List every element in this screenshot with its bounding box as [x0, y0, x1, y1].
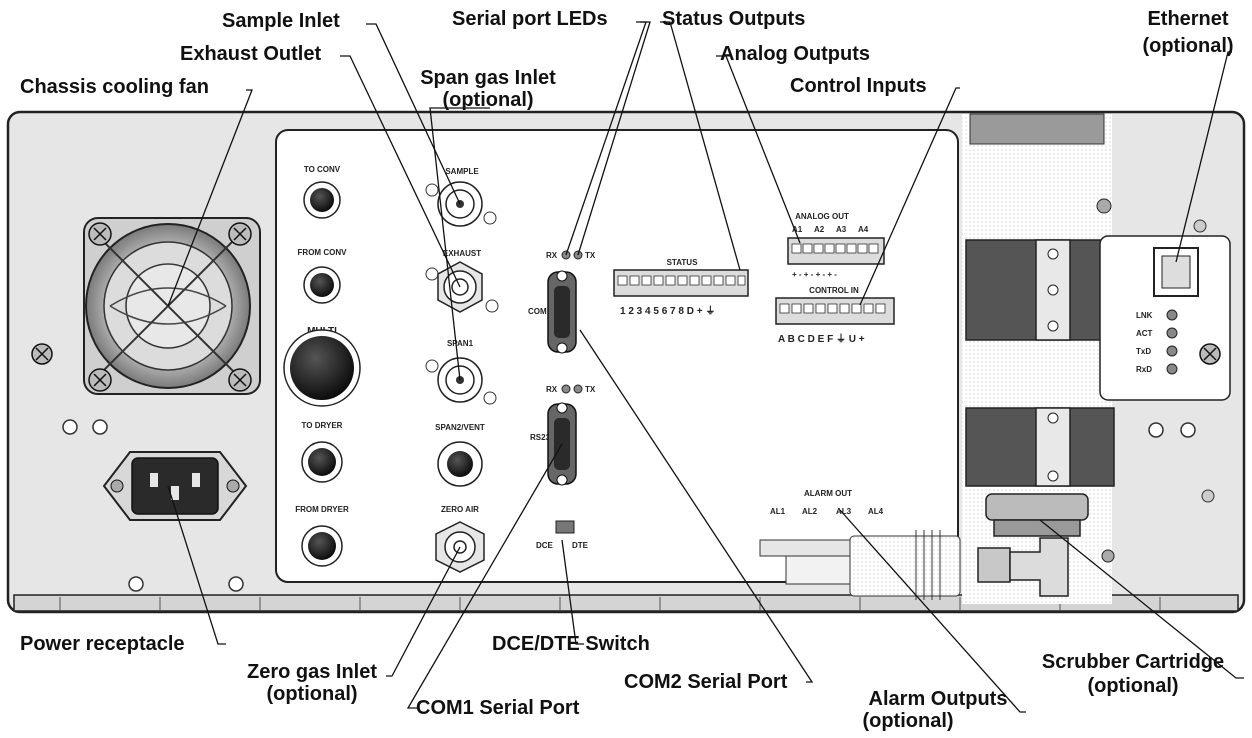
- control-in-terminal: CONTROL IN A B C D E F ⏚ U +: [775, 286, 895, 345]
- al3-label: AL3: [836, 507, 852, 516]
- a2-label: A2: [814, 225, 825, 234]
- a3-label: A3: [836, 225, 847, 234]
- al1-label: AL1: [770, 507, 786, 516]
- al2-label: AL2: [802, 507, 818, 516]
- a1-label: A1: [792, 225, 803, 234]
- analog-out-terminal: ANALOG OUT A1 A2 A3 A4 + - + - + - + -: [787, 212, 885, 279]
- analog-outputs-callout: Analog Outputs: [720, 43, 870, 65]
- serial-leds-callout: Serial port LEDs: [452, 8, 608, 30]
- dce-label: DCE: [536, 541, 554, 550]
- rs232-tx-label: TX: [585, 385, 596, 394]
- status-outputs-callout: Status Outputs: [662, 8, 805, 30]
- control-pins: A B C D E F ⏚ U +: [778, 333, 865, 345]
- zero-gas-callout-1: Zero gas Inlet: [247, 661, 377, 683]
- zero-gas-callout-2: (optional): [266, 683, 357, 705]
- zero-air-label: ZERO AIR: [441, 505, 479, 514]
- connector-plate: [275, 129, 959, 583]
- rs232-label: RS232: [530, 433, 555, 442]
- cooling-fan: [83, 217, 261, 395]
- left-port-column: TO CONV FROM CONV MULTI TO DRYER FROM DR…: [283, 165, 361, 567]
- leader-lines: [167, 21, 1244, 713]
- span2-vent-label: SPAN2/VENT: [435, 423, 485, 432]
- alarm-outputs-callout-2: (optional): [862, 710, 953, 732]
- power-receptacle: [102, 451, 248, 521]
- dte-label: DTE: [572, 541, 589, 550]
- from-dryer-label: FROM DRYER: [295, 505, 349, 514]
- ethernet-callout-1: Ethernet: [1147, 8, 1228, 30]
- status-pins: 1 2 3 4 5 6 7 8 D + ⏚: [620, 305, 715, 317]
- to-dryer-label: TO DRYER: [302, 421, 343, 430]
- chassis-fan-callout: Chassis cooling fan: [20, 76, 209, 98]
- from-conv-label: FROM CONV: [298, 248, 348, 257]
- power-receptacle-callout: Power receptacle: [20, 633, 185, 655]
- control-inputs-callout: Control Inputs: [790, 75, 927, 97]
- rs232-rx-label: RX: [546, 385, 558, 394]
- rxd-label: RxD: [1136, 365, 1152, 374]
- analog-pins: + - + - + - + -: [792, 270, 837, 279]
- com2-port-callout: COM2 Serial Port: [624, 671, 788, 693]
- com2-tx-label: TX: [585, 251, 596, 260]
- com2-label: COM 2: [528, 307, 554, 316]
- alarm-outputs-callout-1: Alarm Outputs: [869, 688, 1008, 710]
- scrubber-callout-2: (optional): [1087, 675, 1178, 697]
- ethernet-module: LNK ACT TxD RxD: [1099, 235, 1231, 401]
- alarm-out-label: ALARM OUT: [804, 489, 852, 498]
- span1-label: SPAN1: [447, 339, 474, 348]
- serial-ports: RX TX COM 2 RX TX RS232 DCE DTE: [528, 250, 596, 550]
- callout-labels: Sample Inlet Exhaust Outlet Chassis cool…: [20, 8, 1234, 732]
- exhaust-label: EXHAUST: [443, 249, 481, 258]
- ethernet-callout-2: (optional): [1142, 35, 1233, 57]
- analog-out-label: ANALOG OUT: [795, 212, 849, 221]
- sample-inlet-callout: Sample Inlet: [222, 10, 340, 32]
- span-inlet-callout-1: Span gas Inlet: [420, 67, 556, 89]
- alarm-out-block: ALARM OUT AL1 AL2 AL3 AL4: [759, 489, 961, 600]
- com1-port-callout: COM1 Serial Port: [416, 697, 580, 719]
- act-label: ACT: [1136, 329, 1153, 338]
- status-terminal: STATUS 1 2 3 4 5 6 7 8 D + ⏚: [613, 258, 749, 317]
- control-in-label: CONTROL IN: [809, 286, 859, 295]
- dce-dte-switch-callout: DCE/DTE Switch: [492, 633, 650, 655]
- com2-rx-label: RX: [546, 251, 558, 260]
- scrubber-area: [962, 113, 1215, 604]
- sample-label: SAMPLE: [445, 167, 479, 176]
- to-conv-label: TO CONV: [304, 165, 341, 174]
- txd-label: TxD: [1136, 347, 1151, 356]
- exhaust-outlet-callout: Exhaust Outlet: [180, 43, 321, 65]
- scrubber-callout-1: Scrubber Cartridge: [1042, 651, 1224, 673]
- span-inlet-callout-2: (optional): [442, 89, 533, 111]
- al4-label: AL4: [868, 507, 884, 516]
- a4-label: A4: [858, 225, 869, 234]
- lnk-label: LNK: [1136, 311, 1153, 320]
- status-label: STATUS: [667, 258, 698, 267]
